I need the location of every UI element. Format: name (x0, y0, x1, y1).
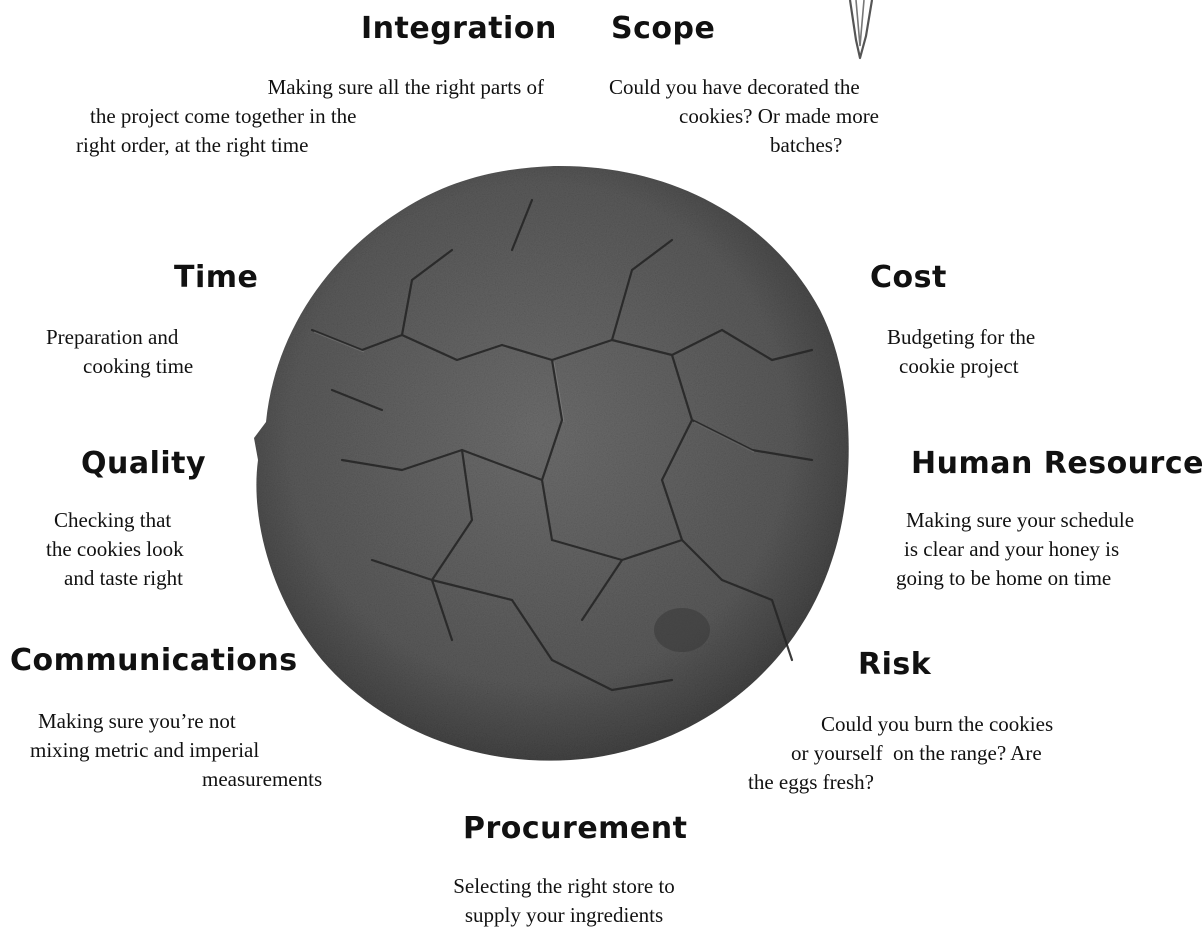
area-title-time: Time (174, 260, 259, 295)
area-title-cost: Cost (870, 260, 947, 295)
area-desc-integration: Making sure all the right parts of the p… (64, 73, 544, 160)
desc-line: Preparation and (46, 325, 179, 349)
area-desc-scope: Could you have decorated the cookies? Or… (609, 73, 949, 160)
desc-line: batches? (770, 133, 843, 157)
desc-line: Making sure you’re not (38, 709, 236, 733)
area-title-procurement: Procurement (463, 811, 688, 846)
desc-line: going to be home on time (896, 566, 1112, 590)
area-title-scope: Scope (611, 11, 716, 46)
cookie-image (254, 165, 849, 761)
area-desc-procurement: Selecting the right store to supply your… (414, 872, 714, 930)
desc-line: Making sure all the right parts of (267, 75, 544, 99)
area-title-quality: Quality (81, 446, 207, 481)
pencil-mark-icon (848, 0, 874, 60)
desc-line: right order, at the right time (76, 133, 309, 157)
desc-line: is clear and your honey is (904, 537, 1120, 561)
desc-line: Could you have decorated the (609, 75, 860, 99)
desc-line: Selecting the right store to (453, 874, 675, 898)
desc-line: measurements (202, 767, 323, 791)
desc-line: the eggs fresh? (748, 770, 874, 794)
desc-line: cookie project (899, 354, 1019, 378)
area-desc-human-resource: Making sure your schedule is clear and y… (896, 506, 1196, 593)
desc-line: supply your ingredients (464, 903, 664, 927)
desc-line: mixing metric and imperial (30, 738, 260, 762)
area-desc-cost: Budgeting for the cookie project (887, 323, 1107, 381)
area-desc-time: Preparation and cooking time (46, 323, 246, 381)
area-title-communications: Communications (10, 643, 298, 678)
desc-line: Budgeting for the (887, 325, 1036, 349)
desc-line: Making sure your schedule (906, 508, 1135, 532)
area-title-human-resource: Human Resource (911, 446, 1203, 481)
area-desc-communications: Making sure you’re not mixing metric and… (30, 707, 360, 794)
desc-line: the project come together in the (90, 104, 357, 128)
desc-line: Could you burn the cookies (821, 712, 1054, 736)
area-title-risk: Risk (858, 647, 932, 682)
desc-line: cookies? Or made more (679, 104, 880, 128)
desc-line: the cookies look (46, 537, 184, 561)
area-desc-quality: Checking that the cookies look and taste… (46, 506, 246, 593)
desc-line: Checking that (54, 508, 172, 532)
desc-line: and taste right (64, 566, 183, 590)
area-desc-risk: Could you burn the cookies or yourself o… (748, 710, 1148, 797)
desc-line: cooking time (83, 354, 194, 378)
area-title-integration: Integration (361, 11, 557, 46)
desc-line: or yourself on the range? Are (791, 741, 1042, 765)
